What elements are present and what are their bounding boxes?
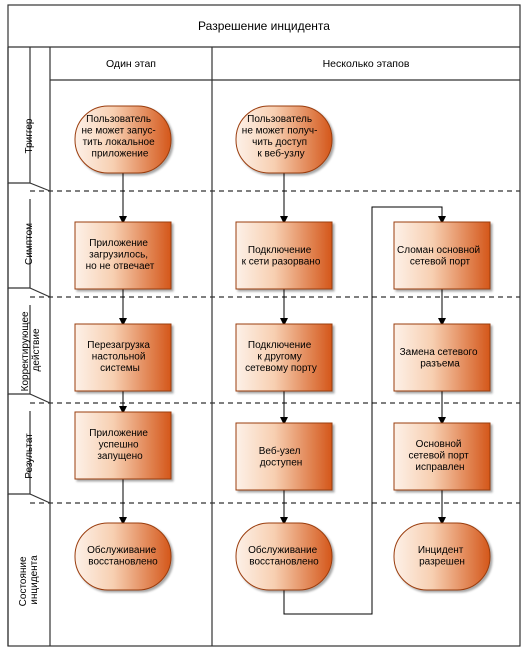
- node-c2-trigger-text: Пользователь не может получ- чить доступ…: [242, 114, 320, 160]
- arrow-c2-state-to-c3-symptom: [283, 206, 446, 615]
- node-c1-action-text: Перезагрузка настольной системы: [87, 340, 152, 374]
- node-c1-trigger: [74, 105, 172, 174]
- lane-tab-connectors: [7, 182, 51, 511]
- node-c1-result: [74, 411, 172, 480]
- node-c1-symptom: [74, 221, 172, 290]
- lane-separators: [30, 190, 520, 504]
- node-c3-symptom-text: Сломан основной сетевой порт: [397, 245, 483, 268]
- node-c3-result-text: Основной сетевой порт исправлен: [408, 439, 471, 473]
- node-c2-result: [235, 422, 333, 491]
- node-c2-trigger: [235, 105, 333, 174]
- node-c3-symptom: [393, 221, 491, 290]
- node-c1-trigger-text: Пользователь не может запус- тить локаль…: [81, 114, 158, 160]
- node-c2-action-text: Подключение к другому сетевому порту: [245, 340, 317, 374]
- node-c3-state: [393, 522, 491, 591]
- node-c1-action: [74, 323, 172, 392]
- lane-label-state: Состояние инцидента: [18, 554, 40, 607]
- node-c3-result: [393, 422, 491, 491]
- node-c2-symptom-text: Подключение к сети разорвано: [242, 245, 321, 268]
- node-c2-result-text: Веб-узел доступен: [259, 445, 304, 469]
- node-c3-action-text: Замена сетевого разъема: [400, 347, 481, 370]
- column-header-single: Один этап: [106, 58, 156, 70]
- node-c2-symptom: [235, 221, 333, 290]
- lane-label-corrective: Корректирующее действие: [20, 309, 42, 392]
- lane-tabs: [7, 47, 31, 646]
- node-c1-state: [74, 522, 172, 591]
- lane-label-result: Результат: [24, 433, 35, 479]
- node-c3-state-text: Инцидент разрешен: [418, 545, 466, 568]
- node-c1-result-text: Приложение успешно запущено: [89, 428, 150, 462]
- lane-label-trigger: Триггер: [24, 118, 35, 153]
- node-c2-state-text: Обслуживание восстановлено: [248, 544, 320, 568]
- node-c1-state-text: Обслуживание восстановлено: [87, 544, 159, 568]
- nodes: [74, 105, 491, 591]
- node-c2-state: [235, 522, 333, 591]
- diagram-title: Разрешение инцидента: [198, 19, 330, 33]
- lane-label-symptom: Симптом: [24, 223, 35, 265]
- column-header-multi: Несколько этапов: [323, 58, 410, 70]
- node-c2-action: [235, 323, 333, 392]
- node-texts: Пользователь не может запус- тить локаль…: [81, 114, 483, 568]
- flow-connectors: [119, 173, 446, 615]
- node-c3-action: [393, 323, 491, 392]
- node-c1-symptom-text: Приложение загрузилось, но не отвечает: [86, 238, 155, 272]
